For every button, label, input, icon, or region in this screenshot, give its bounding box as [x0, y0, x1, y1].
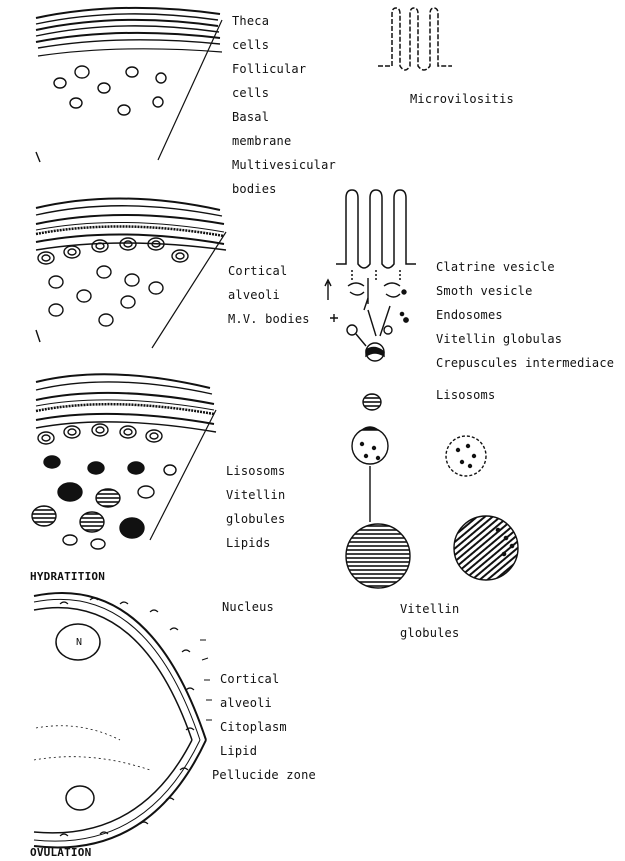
label-crepuscules-intermediace: Crepuscules intermediace — [436, 356, 615, 370]
panel2-vesicle-pathway — [324, 278, 409, 411]
label-mv-bodies: M.V. bodies — [228, 312, 310, 326]
label-vitellin-globulas: Vitellin globulas — [436, 332, 563, 346]
panel2-follicle-wedge — [35, 197, 227, 349]
panel4-oocyte — [33, 592, 212, 849]
panel3-follicle-wedge — [31, 373, 217, 550]
panel2-microvilli — [336, 189, 416, 280]
stage-title-hydratition: HYDRATITION — [30, 570, 106, 583]
label-lipids: Lipids — [226, 536, 271, 550]
label-vitellin-p4: Vitellin — [400, 602, 460, 616]
panel1-microvilli — [378, 7, 452, 71]
label-follicular-cells: cells — [232, 86, 270, 100]
label-follicular: Follicular — [232, 62, 307, 76]
label-lisosoms-p2: Lisosoms — [436, 388, 496, 402]
label-clatrine-vesicle: Clatrine vesicle — [436, 260, 555, 274]
label-basal: Basal — [232, 110, 270, 124]
label-lisosoms: Lisosoms — [226, 464, 286, 478]
panel1-follicle-wedge — [35, 6, 223, 163]
label-lipid: Lipid — [220, 744, 258, 758]
label-globules-p4: globules — [400, 626, 460, 640]
label-nucleus: Nucleus — [222, 600, 274, 614]
label-vitellin: Vitellin — [226, 488, 286, 502]
label-theca: Theca — [232, 14, 270, 28]
panel3-globule-pathway — [345, 426, 519, 589]
label-alveoli: alveoli — [228, 288, 280, 302]
label-globules: globules — [226, 512, 286, 526]
label-endosomes: Endosomes — [436, 308, 503, 322]
nucleus-letter: N — [76, 637, 83, 648]
stage-title-ovulation: OVULATION — [30, 846, 92, 859]
label-microvilositis: Microvilositis — [410, 92, 514, 106]
label-alveoli-p4: alveoli — [220, 696, 272, 710]
label-pellucide-zone: Pellucide zone — [212, 768, 316, 782]
label-membrane: membrane — [232, 134, 292, 148]
label-cortical-p4: Cortical — [220, 672, 280, 686]
label-bodies: bodies — [232, 182, 277, 196]
label-theca-cells: cells — [232, 38, 270, 52]
label-cortical: Cortical — [228, 264, 288, 278]
label-multivesicular: Multivesicular — [232, 158, 336, 172]
label-citoplasm: Citoplasm — [220, 720, 287, 734]
label-smoth-vesicle: Smoth vesicle — [436, 284, 533, 298]
